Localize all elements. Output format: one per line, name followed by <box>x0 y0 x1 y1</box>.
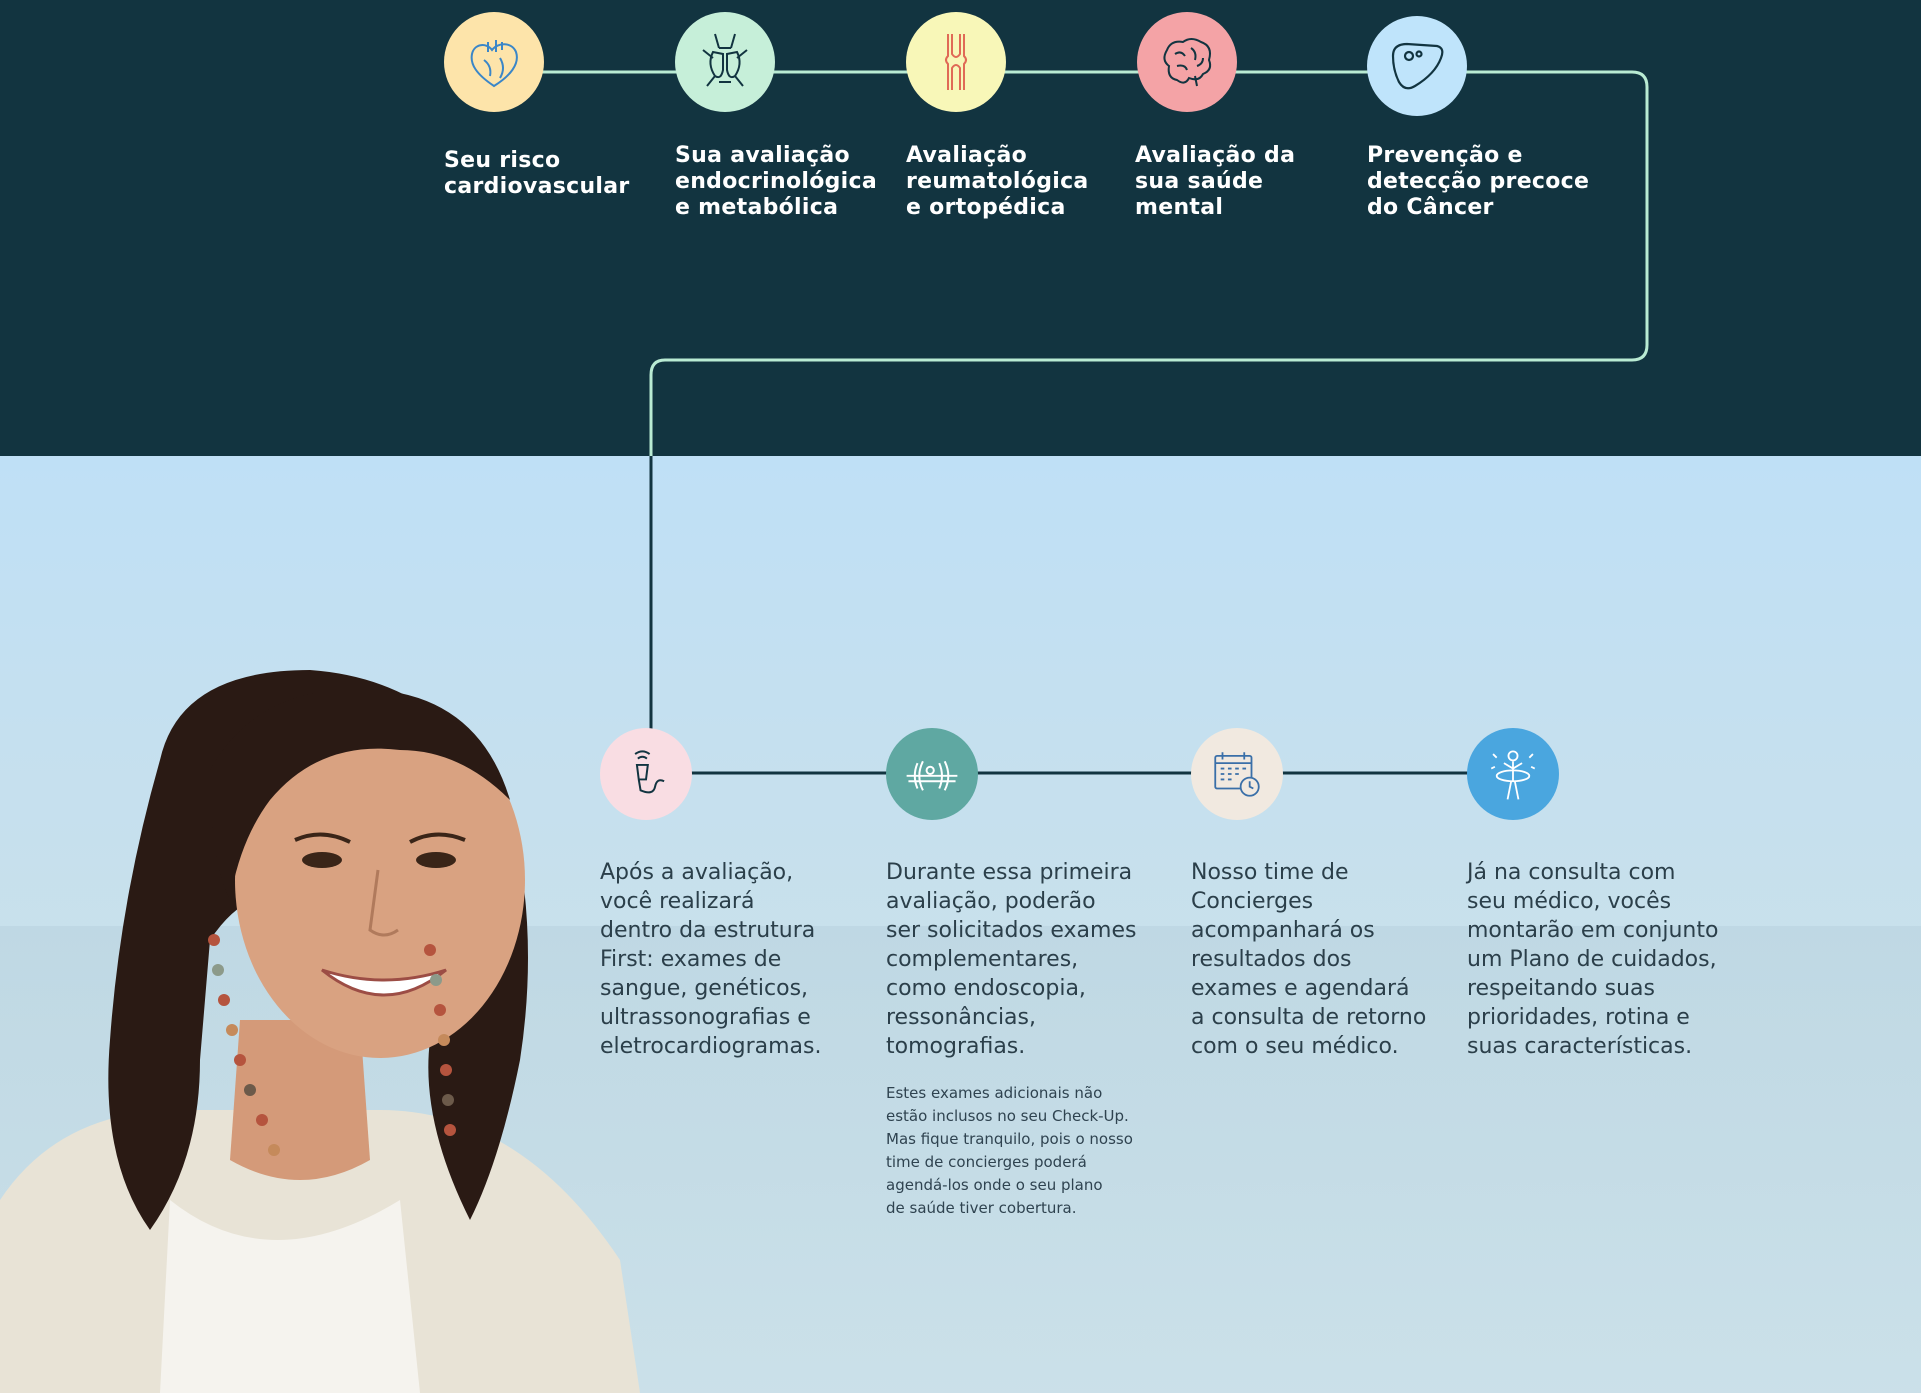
top-step-label-5: Prevenção e detecção precoce do Câncer <box>1367 143 1590 220</box>
top-step-label-3: Avaliação reumatológica e ortopédica <box>906 143 1089 220</box>
woman-portrait <box>0 670 640 1393</box>
bottom-step-text-2: Durante essa primeira avaliação, poderão… <box>886 860 1137 1059</box>
step-icon-rheumatology <box>906 12 1006 112</box>
bottom-step-note: Estes exames adicionais não estão inclus… <box>886 1084 1133 1217</box>
calendar-clock-icon <box>1214 752 1260 797</box>
ultrasound-probe-icon <box>634 750 665 794</box>
step-icon-complementary <box>886 728 978 820</box>
heart-icon <box>470 40 518 88</box>
top-step-label-2: Sua avaliação endocrinológica e metabóli… <box>675 143 877 220</box>
liver-icon <box>1391 42 1444 90</box>
brain-icon <box>1163 38 1212 87</box>
step-icon-cardiovascular <box>444 12 544 112</box>
bottom-step-text-1: Após a avaliação, você realizará dentro … <box>600 860 822 1059</box>
bottom-step-text-3: Nosso time de Concierges acompanhará os … <box>1191 860 1427 1059</box>
top-step-label-4: Avaliação da sua saúde mental <box>1135 143 1296 220</box>
thyroid-icon <box>702 33 748 87</box>
step-icon-exams <box>600 728 692 820</box>
bottom-step-text-4: Já na consulta com seu médico, vocês mon… <box>1467 860 1719 1059</box>
step-icon-care-plan <box>1467 728 1559 820</box>
step-icon-concierges <box>1191 728 1283 820</box>
knee-joint-icon <box>945 34 967 90</box>
step-icon-cancer <box>1367 16 1467 116</box>
step-icon-mental-health <box>1137 12 1237 112</box>
top-step-label-1: Seu risco cardiovascular <box>444 148 630 199</box>
hula-hoop-person-icon <box>1490 750 1536 800</box>
step-icon-endocrine <box>675 12 775 112</box>
mri-scanner-icon <box>906 760 958 791</box>
